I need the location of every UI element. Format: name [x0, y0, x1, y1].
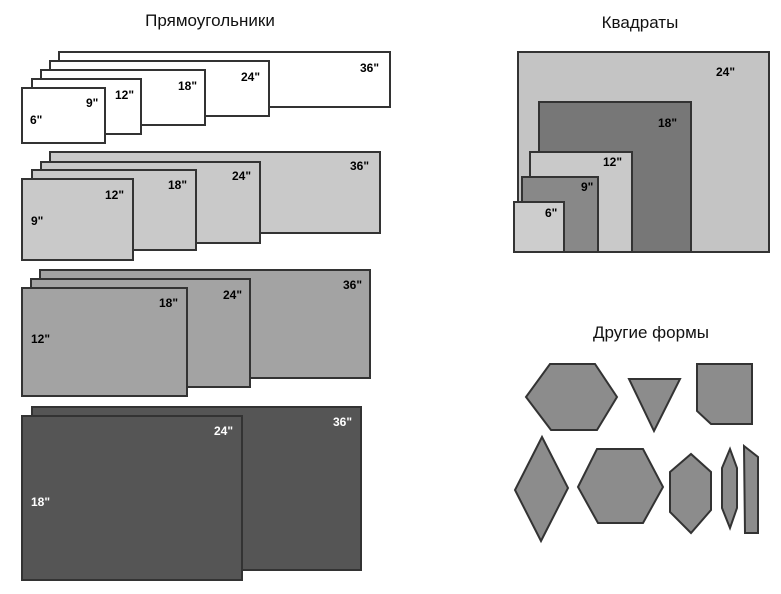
rect-group-white: 36" 24" 18" 12" 9" 6": [21, 51, 391, 144]
label-36: 36": [350, 159, 369, 173]
label-18: 18": [658, 116, 677, 130]
narrow-hexagon-shape: [721, 446, 738, 531]
rect-9x12: [21, 178, 134, 261]
square-6: [513, 201, 565, 253]
hexagon-shape: [524, 363, 619, 431]
label-9: 9": [86, 96, 98, 110]
other-shapes-group: [513, 363, 759, 544]
label-12: 12": [603, 155, 622, 169]
rectangles-title: Прямоугольники: [145, 11, 275, 30]
label-18: 18": [159, 296, 178, 310]
label-12: 12": [105, 188, 124, 202]
rect-group-mid: 36" 24" 18" 12": [21, 269, 371, 397]
label-36: 36": [360, 61, 379, 75]
label-36: 36": [343, 278, 362, 292]
squares-group: 24" 18" 12" 9" 6": [513, 51, 770, 253]
label-6: 6": [545, 206, 557, 220]
diamond-shape: [513, 434, 570, 544]
triangle-shape: [627, 378, 682, 434]
label-24: 24": [241, 70, 260, 84]
squares-title: Квадраты: [602, 13, 679, 32]
label-24: 24": [214, 424, 233, 438]
strip-shape: [742, 443, 759, 534]
rect-18x24: [21, 415, 243, 581]
label-9: 9": [31, 214, 43, 228]
label-12: 12": [115, 88, 134, 102]
label-12: 12": [31, 332, 50, 346]
label-6: 6": [30, 113, 42, 127]
label-24: 24": [223, 288, 242, 302]
rect-group-light: 36" 24" 18" 12" 9": [21, 151, 381, 261]
label-36: 36": [333, 415, 352, 429]
other-shapes-title: Другие формы: [593, 323, 709, 342]
hexagon-shape: [576, 448, 665, 524]
label-24: 24": [716, 65, 735, 79]
elongated-hexagon-shape: [669, 452, 712, 535]
label-18: 18": [178, 79, 197, 93]
rect-12x18: [21, 287, 188, 397]
cut-corner-square-shape: [696, 363, 753, 425]
label-18: 18": [168, 178, 187, 192]
rect-6x9: [21, 87, 106, 144]
rect-group-dark: 36" 24" 18": [21, 406, 362, 581]
label-9: 9": [581, 180, 593, 194]
label-24: 24": [232, 169, 251, 183]
label-18: 18": [31, 495, 50, 509]
